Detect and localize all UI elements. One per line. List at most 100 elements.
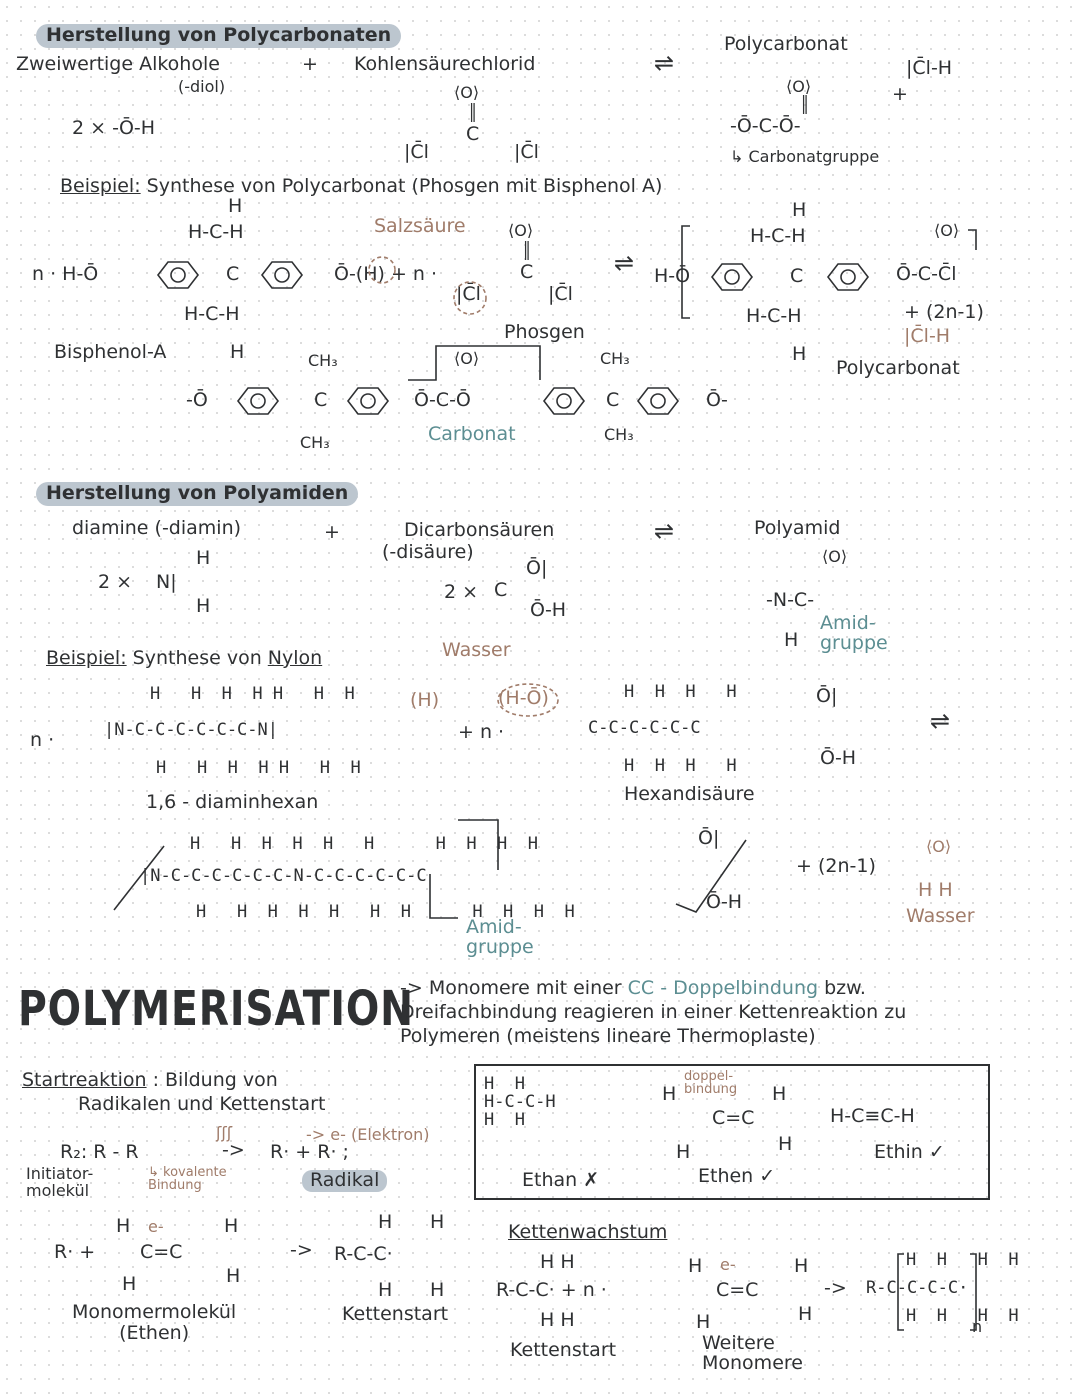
phosgen-label: Phosgen	[504, 321, 585, 343]
diamine-label: diamine (-diamin)	[72, 517, 242, 539]
example-1: Beispiel: Synthese von Polycarbonat (Pho…	[60, 175, 663, 198]
acid-factor: 2 ×	[444, 581, 479, 603]
chain-start: -Ō	[186, 389, 208, 411]
radical-label: Radikal	[302, 1169, 388, 1192]
growth-monomer-h-1: H	[688, 1255, 703, 1277]
description-line-4: Polymeren (meistens lineare Thermoplaste…	[400, 1025, 816, 1047]
chain-carbonate: Ō-C-Ō	[414, 389, 471, 411]
phosgen-o: ⟨O⟩	[508, 221, 534, 240]
product-start: H-Ō	[654, 265, 691, 287]
hcl-formula: |C̄l-H	[906, 57, 953, 79]
phosgen-cl-left: |C̄l	[456, 283, 481, 305]
start-text-2: Radikalen und Kettenstart	[78, 1093, 326, 1115]
acid-chain: C-C-C-C-C-C	[588, 718, 701, 738]
example-2-text: Synthese von	[126, 647, 268, 669]
growth-monomer-h-2: H	[794, 1255, 809, 1277]
growth-monomer: C=C	[716, 1279, 759, 1301]
growth-electron: e-	[720, 1255, 736, 1274]
oh-part: Ō-(H) + n ·	[334, 263, 438, 285]
example-1-text: Synthese von Polycarbonat (Phosgen mit B…	[140, 175, 663, 197]
bracket-right	[968, 229, 977, 250]
bracket-left	[681, 225, 690, 319]
start-text: : Bildung von	[146, 1069, 278, 1091]
nylon-n: n ·	[30, 729, 55, 751]
ethen-h-4: H	[778, 1133, 793, 1155]
carbonate-bond: ║	[800, 95, 810, 114]
bisphenol-methyl-top: H-C-H	[188, 221, 244, 243]
h-circle	[368, 256, 396, 284]
benzene-ring-6	[346, 387, 390, 415]
acid-oh: Ō-H	[530, 599, 567, 621]
product-top-h: H H H H H H H H H H	[190, 834, 538, 854]
chain-start-h-bottom-1: H	[378, 1279, 393, 1301]
start-electron: e-	[148, 1217, 164, 1236]
description-2: bzw.	[818, 977, 866, 999]
carbonyl-bond: ║	[468, 103, 478, 122]
diamine-chain: |N-C-C-C-C-C-C-N|	[104, 720, 278, 740]
growth-h-bottom: H H	[540, 1309, 575, 1331]
carbonate-o: ⟨O⟩	[786, 77, 812, 96]
benzene-ring-4	[826, 263, 870, 291]
dicarbon-label: Dicarbonsäuren	[404, 519, 555, 541]
benzene-ring-7	[542, 387, 586, 415]
kettenstart-label: Kettenstart	[342, 1303, 449, 1325]
growth-start-label: Kettenstart	[510, 1339, 617, 1361]
example-2-prefix: Beispiel:	[46, 647, 127, 669]
strike-right	[675, 839, 747, 913]
polycarbonate-heading: Herstellung von Polycarbonaten	[36, 24, 402, 48]
growth-monomer-h-4: H	[798, 1303, 813, 1325]
cl-left: |C̄l	[404, 141, 429, 163]
equilibrium-arrow-1: ⇌	[654, 49, 675, 77]
description-line-1: -> Monomere mit einer CC - Doppelbindung…	[400, 977, 866, 1000]
salzsaeure-label: Salzsäure	[374, 215, 466, 237]
cl-right: |C̄l	[514, 141, 539, 163]
initiator-formula: R₂: R - R	[60, 1141, 139, 1163]
diol-formula: 2 × -Ō-H	[72, 117, 156, 139]
water-o: ⟨O⟩	[926, 837, 952, 856]
carbonat-label: Carbonat	[428, 423, 516, 445]
phosgen-cl-right: |C̄l	[548, 283, 573, 305]
start-monomer: C=C	[140, 1241, 183, 1263]
amide-formula: -N-C-	[766, 589, 815, 611]
bisphenol-h-bottom: H	[230, 341, 245, 363]
polyamide-product-label: Polyamid	[754, 517, 841, 539]
water-label: Wasser	[906, 905, 975, 927]
start-h-3: H	[122, 1273, 137, 1295]
benzene-ring-2	[260, 261, 304, 289]
product-methyl-bottom: H-C-H	[746, 305, 802, 327]
product-h-bottom: H	[792, 343, 807, 365]
chain-c2: C	[606, 389, 620, 411]
ethen-double-label: doppel- bindung	[684, 1069, 738, 1097]
final-h-bottom: H H H H	[906, 1306, 1019, 1326]
acid-chloride-label: Kohlensäurechlorid	[354, 53, 536, 75]
chain-ch3-top-2: CH₃	[600, 349, 630, 368]
product-carbonyl-o: ⟨O⟩	[934, 221, 960, 240]
amide-h: H	[784, 629, 799, 651]
arrow-3: ->	[824, 1277, 847, 1299]
plus-n: + n ·	[458, 721, 505, 743]
diamine-h-bottom: H	[196, 595, 211, 617]
ethin-label: Ethin ✓	[874, 1141, 945, 1163]
diamin-name: 1,6 - diaminhexan	[146, 791, 319, 813]
carbonate-box	[408, 345, 541, 381]
product-chain: |N-C-C-C-C-C-C-N-C-C-C-C-C-C	[140, 866, 427, 886]
benzene-ring-8	[636, 387, 680, 415]
polymer-bracket-left	[897, 1253, 904, 1331]
carbonate-formula: -Ō-C-Ō-	[730, 115, 801, 137]
covalent-label: ↳ kovalente Bindung	[148, 1165, 227, 1193]
amide-box	[429, 819, 499, 919]
ethin-formula: H-C≡C-H	[830, 1105, 915, 1127]
carbonyl-c: C	[466, 123, 480, 145]
growth-formula: R-C-C· + n ·	[496, 1279, 607, 1301]
diamine-end-h: (H)	[410, 689, 440, 711]
acid-oh-left: (H-Ō)	[498, 687, 549, 709]
ethen-h-2: H	[772, 1083, 787, 1105]
ethan-label: Ethan ✗	[522, 1169, 600, 1191]
amide-group-label: Amid- gruppe	[820, 612, 888, 654]
byproduct-hcl: |C̄l-H	[904, 325, 951, 347]
wasser-label: Wasser	[442, 639, 511, 661]
bisphenol-label: Bisphenol-A	[54, 341, 167, 363]
product-h-top: H	[792, 199, 807, 221]
